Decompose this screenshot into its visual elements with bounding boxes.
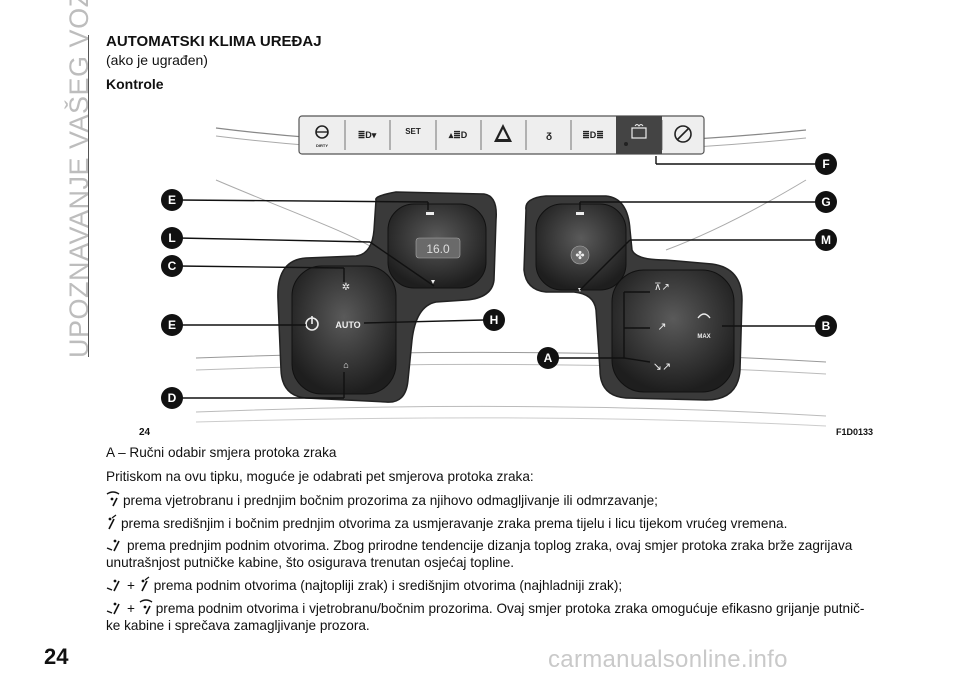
callout-c: C: [168, 259, 177, 273]
section-title: AUTOMATSKI KLIMA UREĐAJ: [106, 33, 322, 50]
controls-heading: Kontrole: [106, 76, 164, 92]
airflow-option-feet-cont: unutrašnjost putničke kabine, što osigur…: [106, 555, 515, 570]
airflow-option-feet-windshield-cont: ke kabine i sprečava zamagljivanje prozo…: [106, 618, 370, 633]
top-button-strip: DIRTY ≣D▾ SET ▴≣D ᵹ ≣D≣: [298, 115, 705, 155]
headlight-up-icon: ▴≣D: [448, 130, 468, 140]
callout-i: E: [168, 193, 176, 207]
callout-l: L: [168, 231, 175, 245]
temperature-display: 16.0: [426, 242, 450, 256]
hazard-icon: [494, 124, 512, 142]
figure-number: 24: [139, 427, 151, 438]
svg-text:✤: ✤: [575, 250, 584, 262]
callout-f: F: [822, 157, 829, 171]
defrost-feet-icon: ⊼↗: [654, 282, 670, 293]
climate-control-figure: DIRTY ≣D▾ SET ▴≣D ᵹ ≣D≣ 16.0: [161, 115, 837, 427]
callout-g: G: [821, 195, 830, 209]
airflow-option-feet-windshield: + prema podnim otvorima i vjetrobranu/bo…: [106, 599, 906, 620]
section-subtitle: (ako je ugrađen): [106, 52, 208, 68]
max-label: MAX: [697, 334, 710, 340]
steering-wheel-icon: DIRTY: [315, 125, 329, 148]
power-icon: [305, 316, 319, 331]
page-number: 24: [44, 644, 69, 669]
feet-airflow-icon: [106, 599, 124, 620]
plus-sign: +: [127, 578, 135, 593]
start-stop-off-icon: [674, 125, 692, 143]
feet-airflow-icon: [106, 576, 124, 597]
callout-d: D: [168, 391, 177, 405]
figure-code: F1D0133: [836, 427, 874, 437]
dirty-label: DIRTY: [316, 143, 328, 148]
airflow-option-text: prema središnjim i bočnim prednjim otvor…: [121, 516, 788, 531]
fan-sun-icon: ✲: [342, 282, 350, 293]
feet-vent-icon: ↘↗: [653, 361, 671, 373]
windshield-airflow-icon: [106, 491, 120, 512]
face-airflow-icon: [139, 576, 151, 597]
callout-e: E: [168, 318, 176, 332]
airflow-option-feet-face: + prema podnim otvorima (najtopliji zrak…: [106, 576, 906, 597]
fog-light-icon: ≣D▾: [358, 130, 377, 140]
callout-b: B: [822, 319, 831, 333]
callout-h: H: [490, 313, 499, 327]
chapter-side-tab: UPOZNAVANJE VAŠEG VOZILA: [40, 0, 94, 358]
airflow-option-feet: prema prednjim podnim otvorima. Zbog pri…: [106, 536, 906, 557]
rear-defrost-icon: [631, 124, 647, 139]
recirculation-icon: ⌂: [343, 360, 348, 370]
auto-label: AUTO: [335, 320, 360, 330]
rear-fog-icon: ≣D≣: [582, 130, 604, 140]
chapter-label: UPOZNAVANJE VAŠEG VOZILA: [64, 0, 94, 358]
callout-m: M: [821, 233, 831, 247]
windshield-airflow-icon: [139, 599, 153, 620]
airflow-option-text: prema prednjim podnim otvorima. Zbog pri…: [127, 538, 853, 553]
max-defrost-icon: MAX: [697, 313, 711, 340]
airflow-option-windshield: prema vjetrobranu i prednjim bočnim proz…: [106, 491, 906, 512]
left-control-cluster: 16.0 AUTO ✲ ⌂: [277, 191, 497, 403]
callout-a: A: [544, 351, 553, 365]
item-a-intro: Pritiskom na ovu tipku, moguće je odabra…: [106, 469, 534, 484]
airflow-option-text: prema vjetrobranu i prednjim bočnim proz…: [123, 493, 658, 508]
airflow-option-text: prema podnim otvorima i vjetrobranu/bočn…: [155, 601, 865, 616]
watermark: carmanualsonline.info: [548, 646, 788, 673]
plus-sign: +: [127, 601, 135, 616]
fan-icon: ✤: [570, 245, 590, 265]
airflow-option-text: prema podnim otvorima (najtopliji zrak) …: [153, 578, 623, 593]
set-button-icon: SET: [405, 127, 421, 136]
chapter-rule: [88, 35, 89, 357]
face-airflow-icon: [106, 514, 118, 535]
seat-heat-icon: ᵹ: [546, 130, 552, 141]
feet-airflow-icon: [106, 536, 124, 557]
airflow-option-face: prema središnjim i bočnim prednjim otvor…: [106, 514, 906, 535]
face-vent-icon: ↗: [657, 321, 666, 333]
right-control-cluster: ✤ ⊼↗ ↗ ↘↗ MAX: [523, 195, 743, 401]
item-a-title: A – Ručni odabir smjera protoka zraka: [106, 445, 337, 460]
